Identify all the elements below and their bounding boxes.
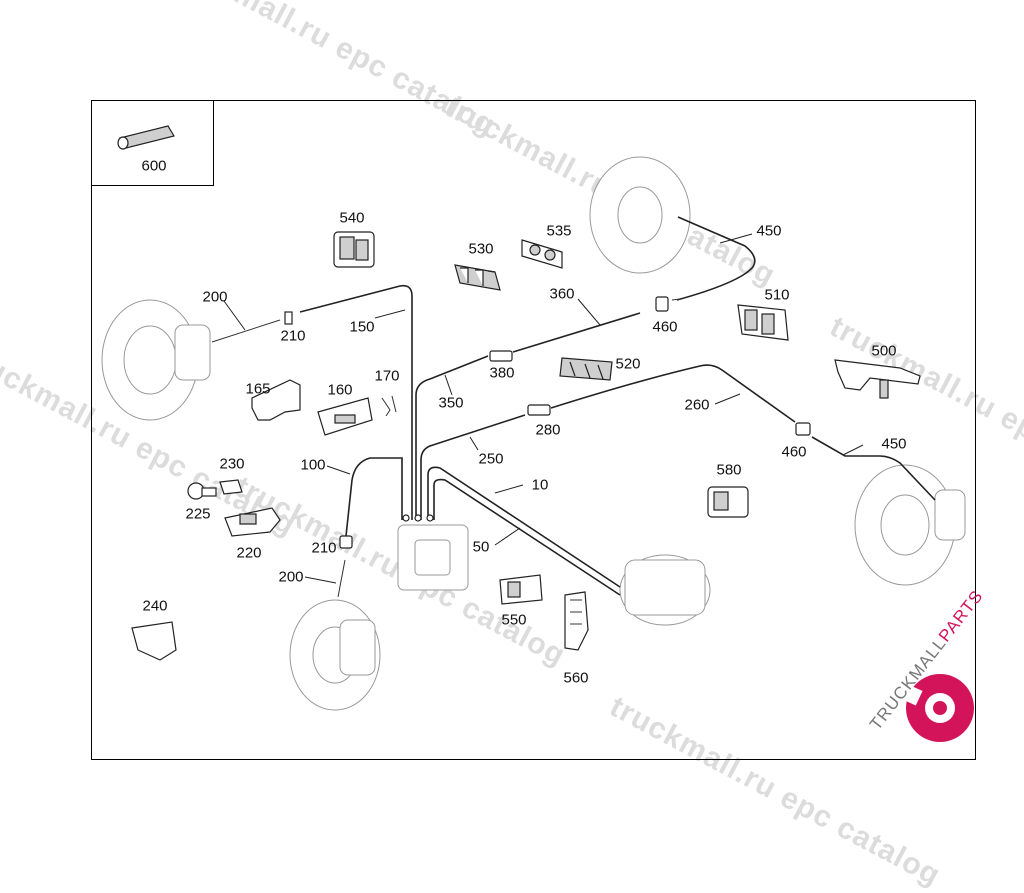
callout-360[interactable]: 360 bbox=[549, 285, 575, 303]
callout-530[interactable]: 530 bbox=[468, 240, 494, 258]
callout-580[interactable]: 580 bbox=[716, 461, 742, 479]
callout-510[interactable]: 510 bbox=[764, 286, 790, 304]
diagram-drawing bbox=[101, 125, 974, 742]
sleeve-part bbox=[117, 125, 175, 150]
clip-550 bbox=[499, 574, 543, 605]
clip-170 bbox=[381, 395, 397, 417]
clip-230 bbox=[219, 479, 243, 495]
bracket-560 bbox=[564, 591, 589, 651]
callout-380[interactable]: 380 bbox=[489, 364, 515, 382]
clip-540 bbox=[333, 231, 375, 268]
callout-200[interactable]: 200 bbox=[278, 568, 304, 586]
callout-500[interactable]: 500 bbox=[871, 342, 897, 360]
callout-460[interactable]: 460 bbox=[781, 443, 807, 461]
callout-170[interactable]: 170 bbox=[374, 367, 400, 385]
callout-240[interactable]: 240 bbox=[142, 597, 168, 615]
bracket-160 bbox=[317, 397, 373, 436]
inset-box bbox=[91, 100, 214, 186]
callout-260[interactable]: 260 bbox=[684, 396, 710, 414]
bracket-500 bbox=[834, 359, 921, 399]
callout-210[interactable]: 210 bbox=[311, 539, 337, 557]
callout-460[interactable]: 460 bbox=[652, 318, 678, 336]
clip-510 bbox=[737, 304, 789, 341]
control-unit-block bbox=[397, 524, 469, 591]
callout-leaders bbox=[223, 233, 864, 584]
clip-580 bbox=[707, 486, 749, 518]
hose-fittings bbox=[284, 296, 811, 549]
callout-165[interactable]: 165 bbox=[245, 380, 271, 398]
clip-530 bbox=[454, 264, 501, 291]
brake-lines bbox=[211, 216, 936, 598]
bracket-220 bbox=[224, 507, 281, 537]
bracket-165 bbox=[251, 379, 301, 421]
callout-550[interactable]: 550 bbox=[501, 611, 527, 629]
callout-50[interactable]: 50 bbox=[472, 538, 490, 556]
callout-10[interactable]: 10 bbox=[531, 476, 549, 494]
clip-535 bbox=[521, 239, 563, 269]
callout-350[interactable]: 350 bbox=[438, 394, 464, 412]
callout-520[interactable]: 520 bbox=[615, 355, 641, 373]
callout-280[interactable]: 280 bbox=[535, 421, 561, 439]
brand-logo-icon bbox=[904, 674, 974, 742]
brake-disc-front-right bbox=[589, 156, 691, 274]
callout-100[interactable]: 100 bbox=[300, 456, 326, 474]
rear-axle-housing bbox=[619, 554, 711, 626]
callout-450[interactable]: 450 bbox=[881, 435, 907, 453]
callout-450[interactable]: 450 bbox=[756, 222, 782, 240]
brake-disc-front-left bbox=[101, 299, 211, 421]
callout-560[interactable]: 560 bbox=[563, 669, 589, 687]
callout-250[interactable]: 250 bbox=[478, 450, 504, 468]
callout-535[interactable]: 535 bbox=[546, 222, 572, 240]
callout-225[interactable]: 225 bbox=[185, 505, 211, 523]
callout-160[interactable]: 160 bbox=[327, 381, 353, 399]
brake-disc-rear-right bbox=[854, 464, 966, 586]
callout-150[interactable]: 150 bbox=[349, 318, 375, 336]
clip-520 bbox=[559, 357, 613, 381]
callout-600[interactable]: 600 bbox=[141, 157, 167, 175]
callout-540[interactable]: 540 bbox=[339, 209, 365, 227]
callout-200[interactable]: 200 bbox=[202, 288, 228, 306]
brake-disc-rear-left bbox=[289, 599, 381, 711]
callout-230[interactable]: 230 bbox=[219, 455, 245, 473]
callout-220[interactable]: 220 bbox=[236, 544, 262, 562]
bolt-225 bbox=[187, 482, 217, 500]
callout-210[interactable]: 210 bbox=[280, 327, 306, 345]
bracket-240 bbox=[131, 621, 177, 661]
